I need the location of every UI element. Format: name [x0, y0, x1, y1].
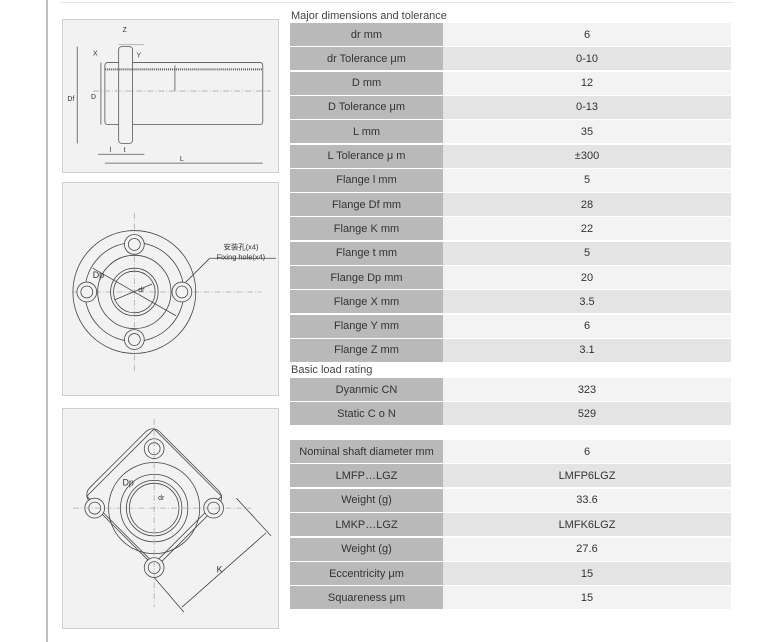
table-row: L Tolerance μ m±300 — [290, 144, 731, 168]
label-z: Z — [123, 27, 127, 34]
label-L: L — [180, 156, 184, 163]
label-dp: Dp — [122, 477, 133, 487]
row-value: 323 — [443, 378, 731, 401]
row-value: LMFK6LGZ — [443, 513, 731, 537]
row-label: D mm — [290, 71, 443, 95]
row-value: 5 — [443, 168, 731, 192]
row-value: 33.6 — [443, 488, 731, 512]
label-t: t — [124, 147, 126, 154]
row-label: D Tolerance μm — [290, 95, 443, 119]
row-value: 0-13 — [443, 95, 731, 119]
row-label: Flange Df mm — [290, 193, 443, 217]
row-value: 6 — [443, 23, 731, 46]
top-divider — [60, 2, 734, 3]
label-dr: dr — [138, 287, 145, 294]
row-label: L mm — [290, 120, 443, 144]
side-view-drawing: Z X Y Df D l t L — [62, 19, 279, 173]
row-label: dr mm — [290, 23, 443, 46]
row-value: 27.6 — [443, 537, 731, 561]
row-value: LMFP6LGZ — [443, 464, 731, 488]
row-value: 3.5 — [443, 290, 731, 314]
round-flange-drawing: Dp dr 安装孔(x4) Fixing hole(x4) — [62, 182, 279, 396]
row-value: 529 — [443, 402, 731, 426]
row-value: 22 — [443, 217, 731, 241]
table-row: Weight (g)27.6 — [290, 537, 731, 561]
row-value: 20 — [443, 266, 731, 289]
label-x: X — [93, 51, 98, 58]
label-fixing-hole-cn: 安装孔(x4) — [224, 241, 259, 251]
section-basic-load-rating: Basic load rating — [291, 364, 373, 376]
label-dp: Dp — [93, 270, 104, 280]
row-value: 0-10 — [443, 47, 731, 71]
label-fixing-hole-en: Fixing hole(x4) — [217, 252, 266, 261]
row-label: Flange Dp mm — [290, 266, 443, 289]
label-y: Y — [136, 53, 141, 60]
left-border — [46, 0, 48, 642]
row-label: LMFP…LGZ — [290, 464, 443, 488]
row-label: Flange Y mm — [290, 314, 443, 338]
row-value: 6 — [443, 314, 731, 338]
row-label: Flange X mm — [290, 290, 443, 314]
row-label: Dyanmic CN — [290, 378, 443, 401]
row-label: Flange K mm — [290, 217, 443, 241]
row-value: 5 — [443, 241, 731, 265]
row-label: Static C o N — [290, 402, 443, 426]
row-label: Flange l mm — [290, 168, 443, 192]
label-l-small: l — [110, 147, 112, 154]
row-label: Weight (g) — [290, 537, 443, 561]
label-k: K — [217, 564, 223, 574]
row-value: 15 — [443, 586, 731, 610]
row-value: 3.1 — [443, 338, 731, 362]
row-value: 15 — [443, 562, 731, 585]
label-d: D — [91, 94, 96, 101]
row-label: Squareness μm — [290, 586, 443, 610]
row-label: LMKP…LGZ — [290, 513, 443, 537]
row-value: ±300 — [443, 144, 731, 168]
label-dr: dr — [158, 495, 165, 502]
row-label: Weight (g) — [290, 488, 443, 512]
row-value: 12 — [443, 71, 731, 95]
row-label: Nominal shaft diameter mm — [290, 440, 443, 463]
table-row: Weight (g)33.6 — [290, 488, 731, 512]
label-df: Df — [67, 96, 74, 103]
row-value: 28 — [443, 193, 731, 217]
row-label: Flange Z mm — [290, 338, 443, 362]
row-label: Eccentricity μm — [290, 562, 443, 585]
row-value: 6 — [443, 440, 731, 463]
square-flange-drawing: Dp dr K — [62, 408, 279, 629]
row-label: L Tolerance μ m — [290, 144, 443, 168]
row-label: Flange t mm — [290, 241, 443, 265]
section-major-dimensions: Major dimensions and tolerance — [291, 10, 447, 22]
row-label: dr Tolerance μm — [290, 47, 443, 71]
row-value: 35 — [443, 120, 731, 144]
